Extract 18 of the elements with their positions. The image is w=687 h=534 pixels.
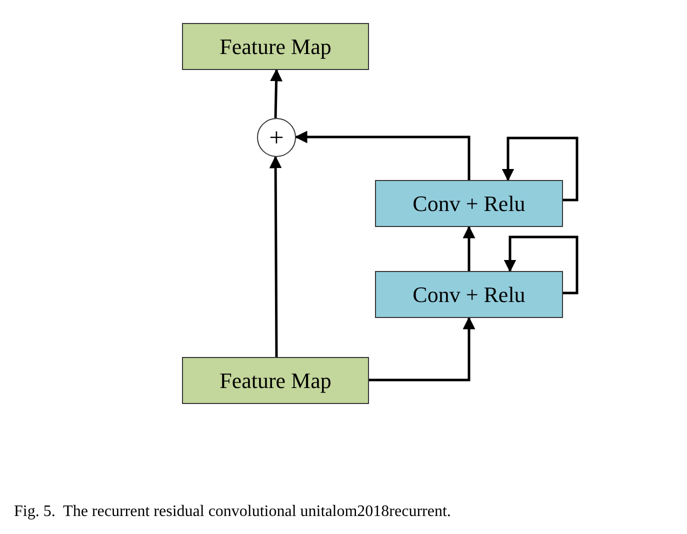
node-label: Conv + Relu (412, 282, 526, 308)
figure-caption: Fig. 5. The recurrent residual convolutional unitalom2018recurrent. (14, 503, 451, 521)
plus-sign: + (269, 124, 284, 150)
conv-relu-box (375, 180, 563, 227)
node-label: Feature Map (220, 368, 332, 394)
arrow (294, 130, 470, 180)
conv-relu-box (375, 271, 563, 318)
feature-map-box (182, 357, 369, 404)
node-label: Feature Map (220, 34, 332, 60)
sum-circle (257, 118, 296, 157)
arrow (504, 236, 578, 294)
node-label: Conv + Relu (412, 190, 526, 216)
arrow (269, 156, 282, 357)
arrow (270, 68, 283, 118)
arrow (462, 226, 476, 271)
feature-map-box (182, 23, 369, 70)
arrow (369, 316, 476, 382)
arrow (502, 136, 578, 202)
